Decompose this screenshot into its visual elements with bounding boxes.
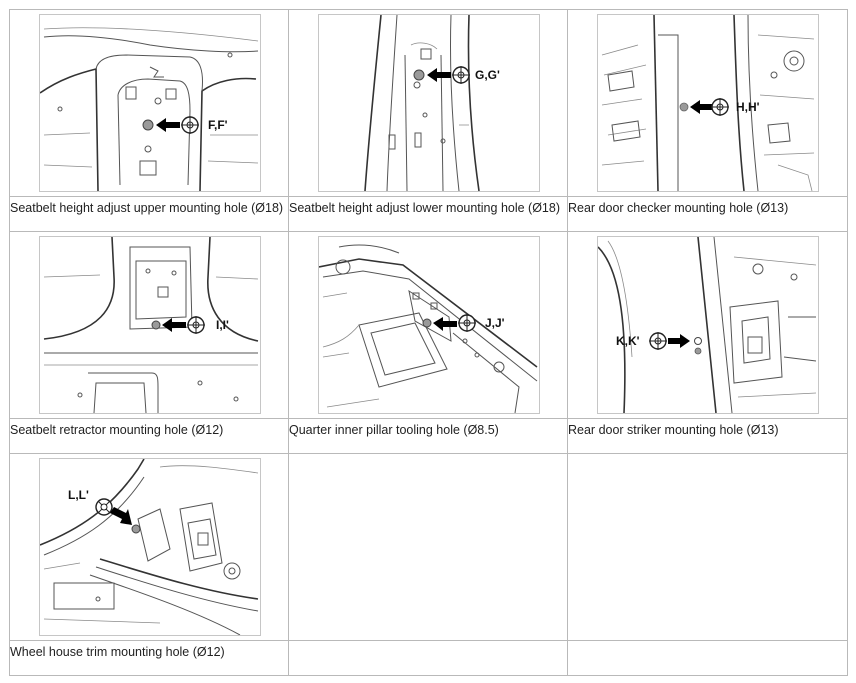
caption-cell: Wheel house trim mounting hole (Ø12) (9, 640, 289, 676)
callout-label: H,H' (736, 100, 760, 114)
figure-cell-f: F,F' (9, 9, 289, 197)
figure-row: F,F' (9, 9, 848, 197)
crosshair-target-icon (187, 316, 205, 334)
wheel-house-trim-illustration: L,L' (39, 458, 261, 636)
callout-label: K,K' (616, 334, 640, 348)
figure-caption: Rear door checker mounting hole (Ø13) (568, 201, 789, 215)
arrow-icon (690, 100, 712, 114)
quarter-pillar-illustration: J,J' (318, 236, 540, 414)
figure-caption: Seatbelt height adjust upper mounting ho… (10, 201, 284, 215)
mounting-hole-icon (131, 524, 141, 534)
crosshair-target-icon (458, 314, 476, 332)
mounting-hole-icon (694, 337, 702, 355)
crosshair-target-icon (95, 498, 113, 516)
crosshair-target-icon (452, 66, 470, 84)
mounting-hole-icon (422, 318, 432, 328)
figure-cell-l: L,L' (9, 453, 289, 641)
caption-row: Seatbelt height adjust upper mounting ho… (9, 196, 848, 232)
arrow-icon (162, 318, 186, 332)
empty-caption-cell (567, 640, 848, 676)
caption-cell: Quarter inner pillar tooling hole (Ø8.5) (288, 418, 568, 454)
callout-label: G,G' (475, 68, 500, 82)
caption-cell: Rear door checker mounting hole (Ø13) (567, 196, 848, 232)
figure-row: I,I' (9, 231, 848, 419)
figure-cell-g: G,G' (288, 9, 568, 197)
figure-cell-h: H,H' (567, 9, 848, 197)
callout-label: I,I' (216, 318, 229, 332)
crosshair-target-icon (711, 98, 729, 116)
mounting-hole-icon (142, 119, 154, 131)
empty-cell (567, 453, 848, 641)
crosshair-target-icon (181, 116, 199, 134)
arrow-icon (427, 68, 451, 82)
seatbelt-lower-illustration: G,G' (318, 14, 540, 192)
rear-door-striker-illustration: K,K' (597, 236, 819, 414)
caption-cell: Seatbelt height adjust upper mounting ho… (9, 196, 289, 232)
figure-caption: Rear door striker mounting hole (Ø13) (568, 423, 779, 437)
figure-caption: Quarter inner pillar tooling hole (Ø8.5) (289, 423, 499, 437)
figure-row: L,L' (9, 453, 848, 641)
figure-cell-j: J,J' (288, 231, 568, 419)
empty-caption-cell (288, 640, 568, 676)
mounting-hole-icon (679, 102, 689, 112)
rear-door-checker-illustration: H,H' (597, 14, 819, 192)
figure-caption: Wheel house trim mounting hole (Ø12) (10, 645, 225, 659)
callout-label: J,J' (485, 316, 505, 330)
figure-table: F,F' (9, 9, 848, 676)
arrow-icon (156, 118, 180, 132)
caption-row: Wheel house trim mounting hole (Ø12) (9, 640, 848, 676)
caption-cell: Rear door striker mounting hole (Ø13) (567, 418, 848, 454)
figure-caption: Seatbelt height adjust lower mounting ho… (289, 201, 560, 215)
arrow-icon (433, 317, 457, 331)
figure-cell-i: I,I' (9, 231, 289, 419)
arrow-icon (668, 334, 690, 348)
caption-cell: Seatbelt retractor mounting hole (Ø12) (9, 418, 289, 454)
seatbelt-upper-illustration: F,F' (39, 14, 261, 192)
caption-cell: Seatbelt height adjust lower mounting ho… (288, 196, 568, 232)
figure-cell-k: K,K' (567, 231, 848, 419)
seatbelt-retractor-illustration: I,I' (39, 236, 261, 414)
crosshair-target-icon (649, 332, 667, 350)
empty-cell (288, 453, 568, 641)
figure-caption: Seatbelt retractor mounting hole (Ø12) (10, 423, 224, 437)
arrow-icon (110, 507, 132, 525)
callout-label: F,F' (208, 118, 228, 132)
mounting-hole-icon (413, 69, 425, 81)
callout-label: L,L' (68, 488, 89, 502)
caption-row: Seatbelt retractor mounting hole (Ø12) Q… (9, 418, 848, 454)
mounting-hole-icon (151, 320, 161, 330)
